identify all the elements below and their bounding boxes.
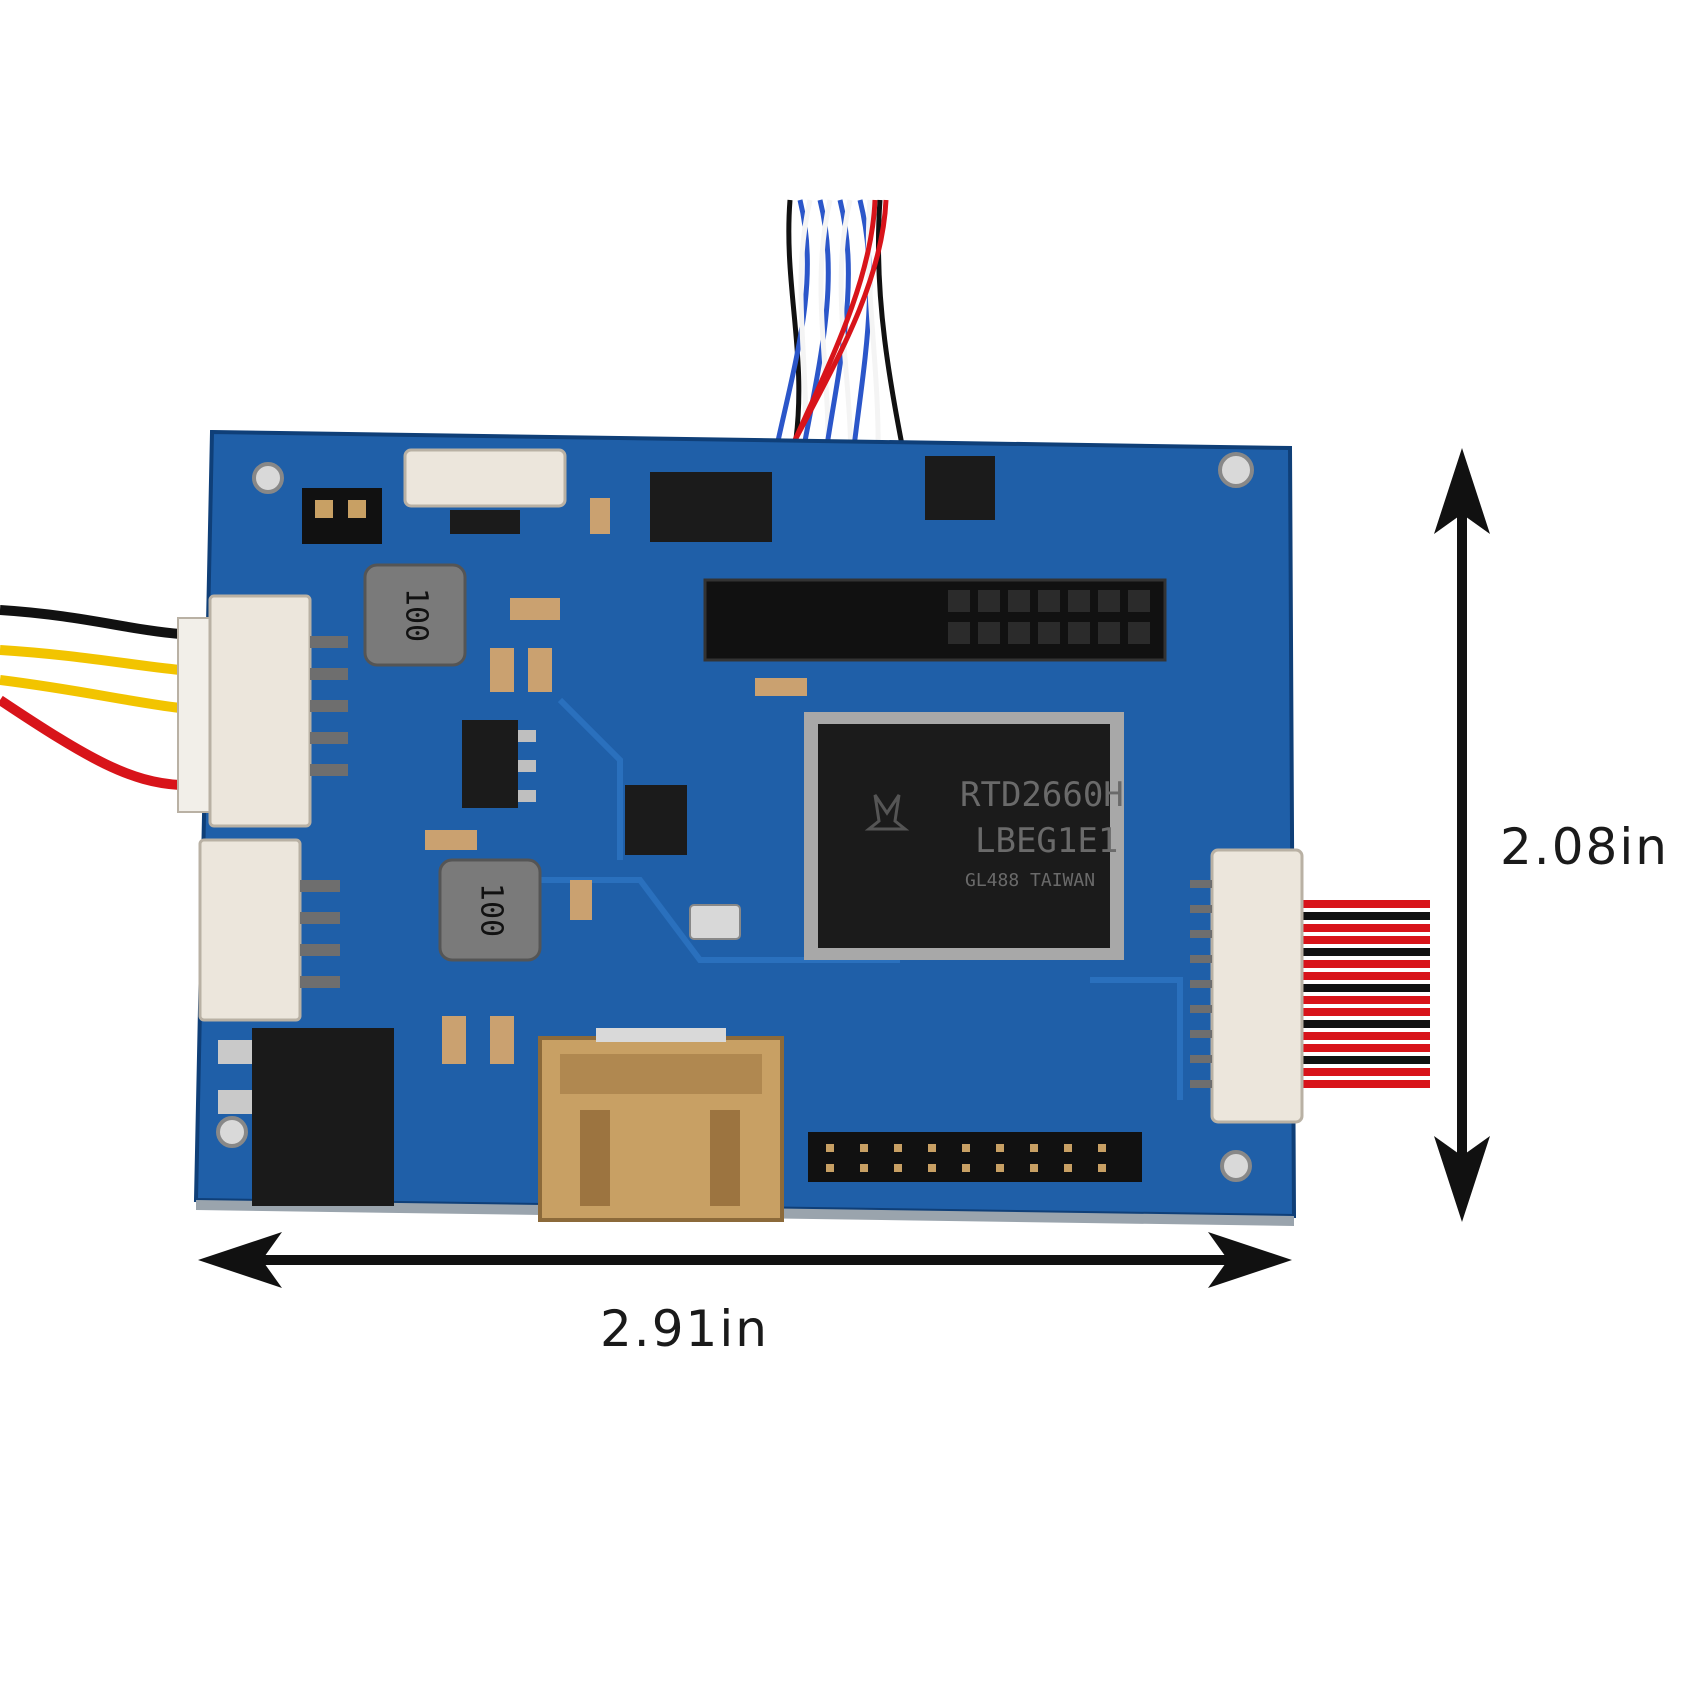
width-dimension-arrow bbox=[198, 1232, 1292, 1288]
right-fpc-connector bbox=[1190, 848, 1304, 1124]
top-right-ic bbox=[925, 456, 995, 520]
top-white-connector bbox=[403, 448, 567, 534]
crystal-oscillator bbox=[689, 904, 741, 940]
inductor-top: 100 bbox=[363, 563, 467, 667]
hdmi-connector bbox=[538, 1028, 784, 1222]
dc-power-jack bbox=[218, 1028, 394, 1206]
main-controller-chip: RTD2660H LBEG1E1 GL488 TAIWAN bbox=[804, 712, 1124, 960]
top-left-ic bbox=[650, 472, 772, 542]
chip-line-2: LBEG1E1 bbox=[975, 821, 1118, 861]
smd-components bbox=[425, 498, 807, 1064]
left-power-connector bbox=[177, 594, 348, 828]
left-power-cable bbox=[0, 605, 181, 790]
chip-line-3: GL488 TAIWAN bbox=[965, 870, 1095, 891]
chip-line-1: RTD2660H bbox=[960, 775, 1124, 815]
voltage-regulator bbox=[462, 720, 536, 808]
inductor-bottom: 100 bbox=[438, 858, 542, 962]
right-lvds-cable bbox=[1300, 900, 1430, 1088]
height-dimension-arrow bbox=[1434, 448, 1490, 1222]
jumper-header bbox=[302, 488, 382, 544]
inductor-bottom-label: 100 bbox=[474, 883, 509, 937]
small-soic-chip bbox=[625, 785, 687, 855]
bottom-pin-header bbox=[808, 1132, 1142, 1182]
width-dimension-label: 2.91in bbox=[600, 1300, 769, 1358]
inductor-top-label: 100 bbox=[399, 588, 434, 642]
height-dimension-label: 2.08in bbox=[1500, 818, 1669, 876]
lvds-header-connector bbox=[703, 578, 1167, 662]
left-secondary-connector bbox=[198, 838, 340, 1022]
